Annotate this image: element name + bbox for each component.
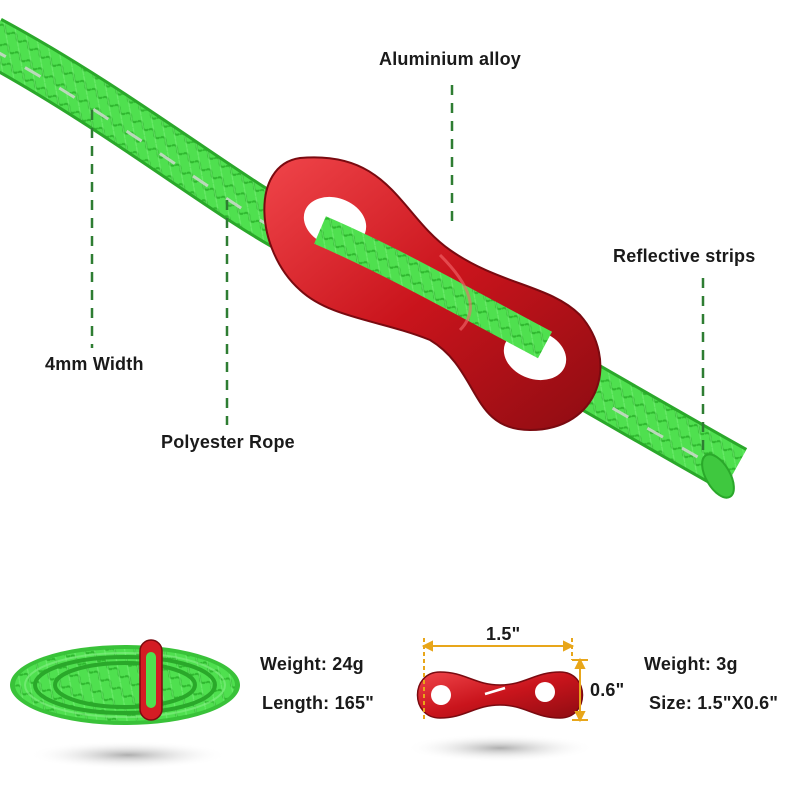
tensioner-height-dimension: 0.6" [590, 680, 625, 700]
label-polyester-rope: Polyester Rope [161, 432, 295, 452]
tensioner-size: Size: 1.5"X0.6" [649, 693, 779, 713]
label-4mm-width: 4mm Width [45, 354, 144, 374]
tensioner-small [405, 671, 595, 762]
label-aluminium-alloy: Aluminium alloy [379, 49, 522, 69]
tensioner-width-dimension: 1.5" [486, 624, 521, 644]
tensioner-large [263, 156, 602, 432]
rope-length: Length: 165" [262, 693, 374, 713]
label-reflective-strips: Reflective strips [613, 246, 756, 266]
rope-weight: Weight: 24g [260, 654, 364, 674]
rope-coil [10, 639, 240, 769]
dimension-lines [421, 638, 588, 723]
tensioner-weight: Weight: 3g [644, 654, 738, 674]
guide-lines [90, 85, 705, 458]
